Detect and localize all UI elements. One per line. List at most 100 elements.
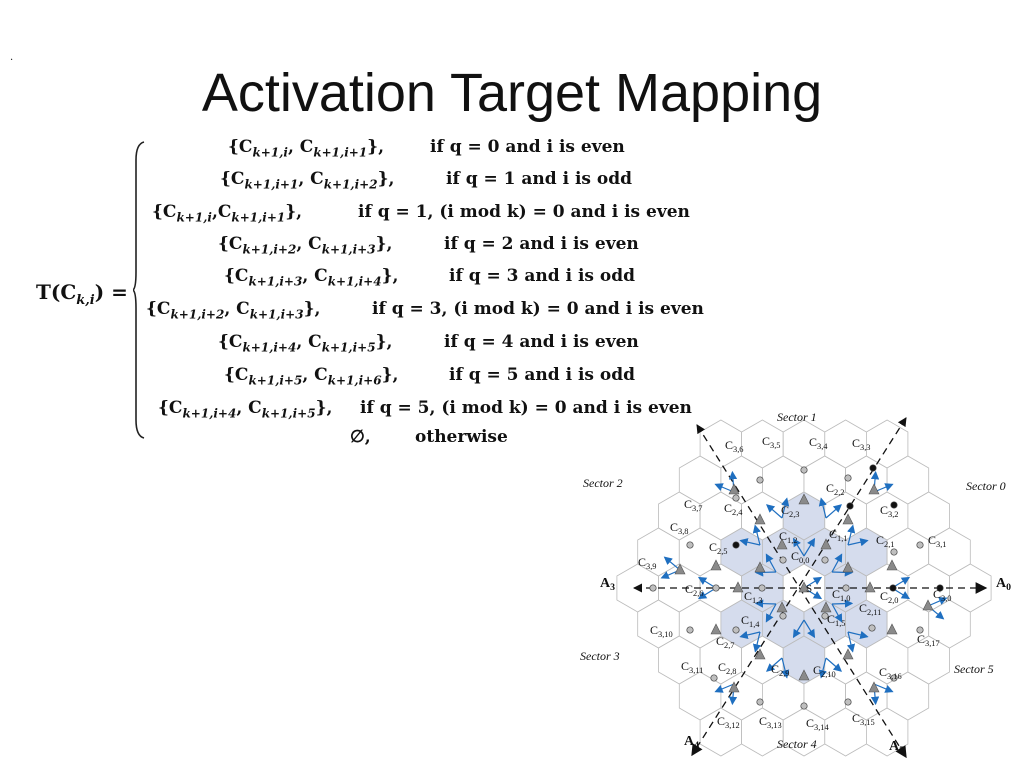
cell-label-3-1: C3,1 (928, 533, 946, 549)
cell-label-3-13: C3,13 (759, 714, 782, 730)
activation-arrow-39 (825, 504, 842, 519)
axis-label-A0: A0 (996, 576, 1011, 593)
relay-node-23 (710, 623, 722, 635)
cell-label-0-0: C0,0 (791, 549, 809, 565)
case-condition-8: if q = 5, (i mod k) = 0 and i is even (360, 398, 692, 418)
relay-node-10 (754, 513, 766, 525)
target-node-17 (686, 541, 694, 549)
target-node-7 (712, 584, 720, 592)
sector-label-0: Sector 0 (966, 479, 1006, 493)
activation-arrow-30 (873, 683, 894, 693)
left-brace (133, 141, 145, 439)
relay-node-13 (886, 559, 898, 571)
activation-arrow-6 (792, 537, 805, 557)
cell-label-3-8: C3,8 (670, 520, 688, 536)
case-set-4: {Ck+1,i+3, Ck+1,i+4}, (224, 266, 399, 289)
relay-node-6 (776, 538, 788, 550)
case-condition-0: if q = 0 and i is even (430, 137, 625, 157)
activation-arrow-23 (739, 630, 761, 640)
cell-label-3-3: C3,3 (852, 436, 870, 452)
target-node-14 (869, 464, 877, 472)
cell-label-1-2: C1,2 (779, 529, 797, 545)
cell-label-2-8: C2,8 (718, 660, 736, 676)
relay-node-17 (868, 681, 880, 693)
activation-arrow-2 (831, 553, 843, 573)
axis-label-A4: A4 (684, 734, 699, 751)
slide-title: Activation Target Mapping (201, 63, 823, 123)
target-node-13 (649, 584, 657, 592)
cell-label-3-11: C3,11 (681, 659, 703, 675)
target-node-6 (889, 584, 897, 592)
cell-label-3-14: C3,14 (806, 716, 829, 732)
target-node-27 (844, 474, 852, 482)
axis-label-A3: A3 (600, 576, 615, 593)
case-condition-3: if q = 2 and i is even (444, 234, 639, 254)
relay-node-18 (728, 681, 740, 693)
relay-node-20 (922, 599, 934, 611)
source-label: S (806, 583, 812, 595)
case-set-1: {Ck+1,i+1, Ck+1,i+2}, (220, 169, 395, 192)
target-node-28 (732, 494, 740, 502)
cell-label-2-3: C2,3 (781, 503, 799, 519)
cell-label-3-10: C3,10 (650, 623, 673, 639)
cell-label-2-1: C2,1 (876, 533, 894, 549)
axis-label-A5: A5 (889, 739, 904, 756)
target-node-0 (842, 584, 850, 592)
activation-arrow-7 (803, 537, 816, 557)
case-set-2: {Ck+1,i,Ck+1,i+1}, (152, 202, 303, 225)
cell-label-2-9: C2,9 (771, 662, 789, 678)
target-node-4 (821, 612, 829, 620)
target-node-12 (936, 584, 944, 592)
activation-arrow-14 (847, 524, 856, 546)
target-node-11 (732, 626, 740, 634)
target-node-9 (732, 541, 740, 549)
target-node-16 (916, 626, 924, 634)
case-condition-4: if q = 3 and i is odd (449, 266, 636, 286)
relay-node-12 (754, 648, 766, 660)
cell-label-2-7: C2,7 (716, 634, 734, 650)
relay-node-24 (886, 623, 898, 635)
cell-label-3-16: C3,16 (879, 665, 902, 681)
activation-arrow-9 (831, 603, 843, 623)
target-node-2 (821, 556, 829, 564)
target-node-10 (868, 624, 876, 632)
cell-label-2-6: C2,6 (685, 582, 703, 598)
target-node-24 (890, 674, 898, 682)
relay-node-11 (842, 648, 854, 660)
relay-node-0 (798, 581, 810, 593)
equation-lhs: T(Ck,i) = (36, 280, 128, 308)
cell-label-1-5: C1,5 (827, 612, 845, 628)
cell-label-2-0: C2,0 (880, 589, 898, 605)
relay-node-16 (728, 483, 740, 495)
case-condition-5: if q = 3, (i mod k) = 0 and i is even (372, 299, 704, 319)
relay-node-14 (710, 559, 722, 571)
activation-arrow-24 (847, 630, 869, 640)
target-node-1 (758, 584, 766, 592)
target-node-8 (846, 502, 854, 510)
cell-label-1-1: C1,1 (829, 527, 847, 543)
cell-label-3-17: C3,17 (917, 632, 940, 648)
relay-node-22 (798, 669, 810, 681)
sector-label-3: Sector 3 (580, 649, 620, 663)
target-node-21 (756, 698, 764, 706)
cell-label-3-15: C3,15 (852, 711, 875, 727)
mapping-equation: T(Ck,i) = {Ck+1,i, Ck+1,i+1},if q = 0 an… (36, 137, 704, 447)
activation-arrow-33 (714, 683, 735, 693)
relay-node-3 (842, 561, 854, 573)
activation-arrow-45 (766, 657, 783, 672)
activation-arrow-12 (803, 619, 816, 639)
activation-arrow-11 (754, 599, 777, 608)
target-node-5 (779, 612, 787, 620)
relay-node-19 (674, 563, 686, 575)
cell-label-3-5: C3,5 (762, 434, 780, 450)
target-node-19 (800, 466, 808, 474)
target-node-23 (710, 674, 718, 682)
case-condition-6: if q = 4 and i is even (444, 332, 639, 352)
case-condition-2: if q = 1, (i mod k) = 0 and i is even (358, 202, 690, 222)
cell-label-3-9: C3,9 (638, 555, 656, 571)
relay-node-5 (820, 538, 832, 550)
relay-node-15 (868, 483, 880, 495)
activation-arrow-15 (847, 538, 869, 547)
activation-arrow-16 (739, 538, 761, 547)
relay-node-9 (842, 513, 854, 525)
